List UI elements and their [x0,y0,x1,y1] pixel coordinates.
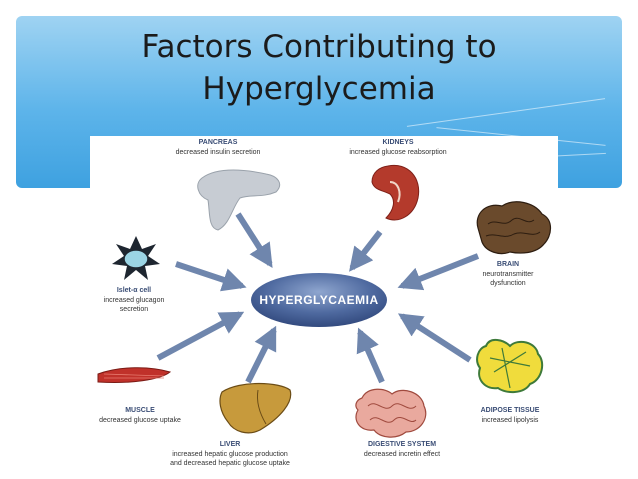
arrow-brain [397,253,480,291]
liver-label: LIVER [220,441,241,448]
brain-icon [476,201,552,255]
slide-title-line-1: Factors Contributing to [141,29,497,65]
diagram-figure: HYPERGLYCAEMIA PANCREAS decreased insuli… [90,136,558,474]
hub-ellipse [251,273,387,327]
arrow-muscle [156,311,245,361]
digestive-effect: decreased incretin effect [364,451,440,458]
adipose-effect: increased lipolysis [482,417,539,424]
factor-pancreas: PANCREAS decreased insulin secretion [176,139,281,231]
islet-cell-icon [112,236,160,280]
muscle-effect: decreased glucose uptake [99,417,181,424]
muscle-label: MUSCLE [125,407,155,414]
liver-effect-line2: and decreased hepatic glucose uptake [170,460,290,467]
digestive-icon [355,388,427,438]
hub: HYPERGLYCAEMIA [251,273,387,327]
factor-adipose: ADIPOSE TISSUE increased lipolysis [476,339,544,424]
brain-label: BRAIN [497,261,519,268]
factor-digestive: DIGESTIVE SYSTEM decreased incretin effe… [355,388,440,458]
adipose-label: ADIPOSE TISSUE [481,407,540,414]
pancreas-icon [197,169,281,231]
slide-title: Factors Contributing to Hyperglycemia [16,26,622,110]
arrow-islet [175,261,247,292]
liver-effect-line1: increased hepatic glucose production [172,451,288,458]
slide-title-line-2: Hyperglycemia [202,71,436,107]
factor-brain: BRAIN neurotransmitter dysfunction [476,201,552,287]
brain-effect-line1: neurotransmitter [483,271,535,278]
pancreas-effect: decreased insulin secretion [176,149,261,156]
islet-effect-line1: increased glucagon [104,297,165,304]
liver-icon [219,382,292,434]
pancreas-label: PANCREAS [199,139,238,146]
arrow-digestive [356,327,385,384]
kidneys-label: KIDNEYS [382,139,413,146]
kidney-inner-icon [389,181,401,203]
arrow-adipose [397,313,472,363]
islet-label: Islet-α cell [117,287,151,294]
islet-effect-line2: secretion [120,306,149,313]
factor-islet: Islet-α cell increased glucagon secretio… [104,236,165,313]
factor-muscle: MUSCLE decreased glucose uptake [97,367,181,424]
adipose-icon [476,339,544,394]
arrow-kidneys [349,230,383,272]
kidney-icon [371,164,420,221]
kidneys-effect: increased glucose reabsorption [349,149,446,156]
factor-liver: LIVER increased hepatic glucose producti… [170,382,292,467]
arrow-pancreas [235,212,273,269]
arrows [156,212,480,384]
arrow-liver [245,325,277,384]
factor-kidneys: KIDNEYS increased glucose reabsorption [349,139,447,221]
digestive-label: DIGESTIVE SYSTEM [368,441,436,448]
factors-diagram: HYPERGLYCAEMIA PANCREAS decreased insuli… [97,139,552,467]
brain-effect-line2: dysfunction [490,280,526,287]
hub-label: HYPERGLYCAEMIA [259,293,378,307]
